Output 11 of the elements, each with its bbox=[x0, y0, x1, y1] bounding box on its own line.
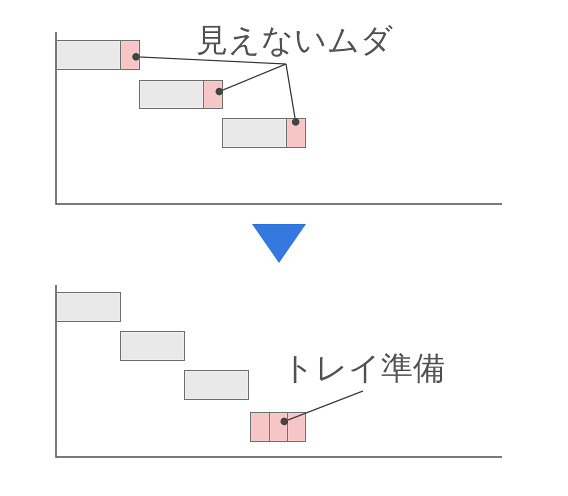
leader-line bbox=[280, 390, 364, 426]
callout-label: 見えないムダ bbox=[196, 20, 393, 64]
callout-label: トレイ準備 bbox=[282, 350, 445, 391]
leader-line bbox=[216, 63, 286, 96]
leader-line bbox=[285, 64, 300, 126]
leader-line bbox=[132, 53, 286, 65]
highlighted-bar-segment bbox=[250, 412, 270, 442]
highlighted-bar-segment bbox=[203, 80, 223, 109]
highlighted-bar-segment bbox=[120, 40, 140, 70]
highlighted-bar-segment bbox=[286, 118, 306, 148]
highlighted-bar-segment bbox=[287, 412, 306, 442]
